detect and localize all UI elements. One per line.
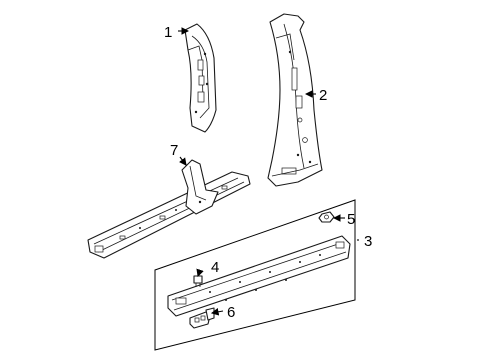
- part-1-pillar-reinforcement: [184, 23, 217, 133]
- callout-2: 2: [319, 87, 327, 104]
- callout-3: 3: [364, 233, 372, 250]
- leader-7: [178, 156, 187, 166]
- callout-1: 1: [164, 24, 172, 41]
- part-3-rocker-panel: [167, 235, 351, 317]
- callout-6: 6: [227, 304, 235, 321]
- assembly-3-outline: [154, 199, 356, 351]
- part-2-b-pillar: [267, 13, 323, 187]
- callout-7: 7: [170, 142, 178, 159]
- callout-4: 4: [211, 259, 219, 276]
- callout-5: 5: [347, 211, 355, 228]
- part-7-rocker-assembly: [87, 159, 251, 259]
- leader-6: [210, 308, 224, 316]
- leader-4: [196, 268, 204, 278]
- part-6-bracket: [189, 307, 215, 329]
- part-5-nut: [318, 211, 335, 223]
